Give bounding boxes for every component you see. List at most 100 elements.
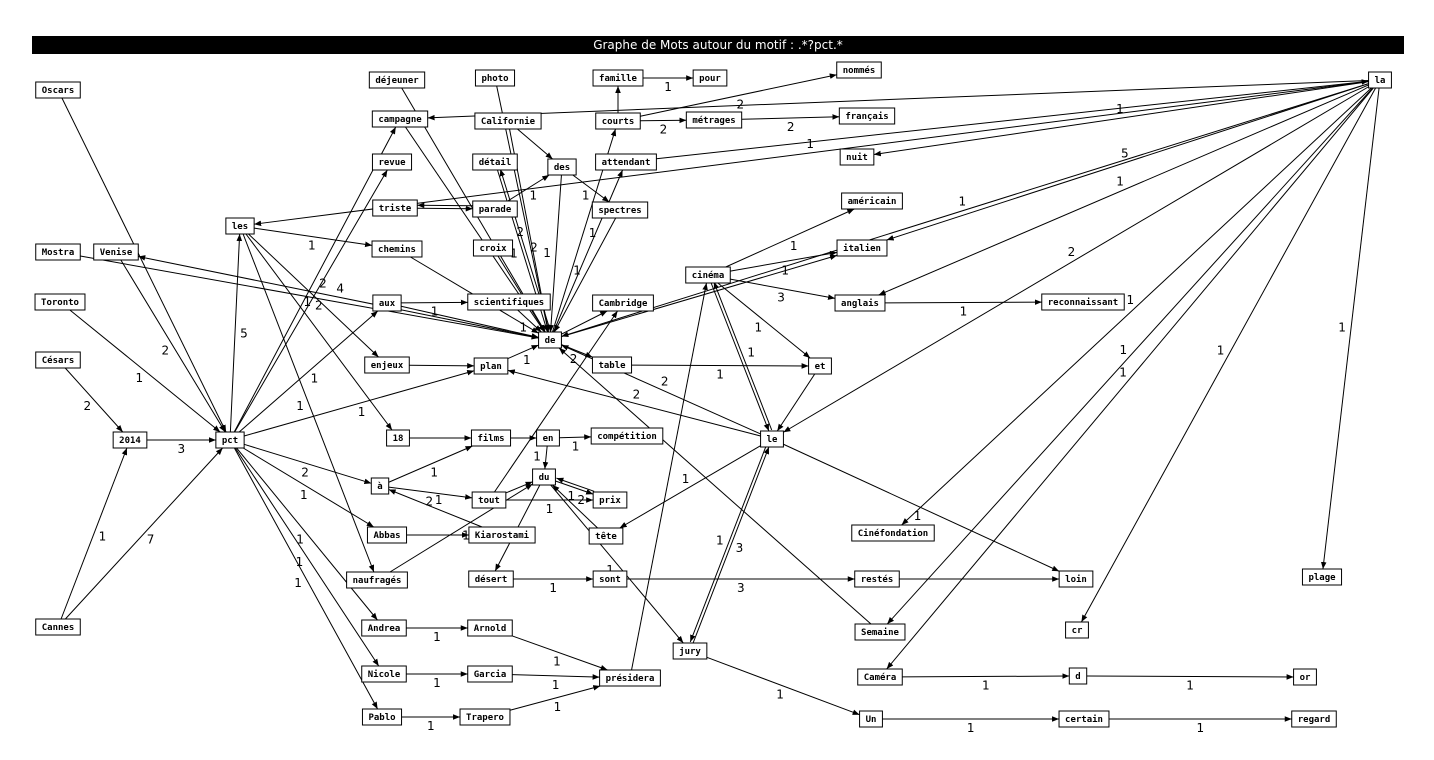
node-italien: italien [836, 239, 888, 257]
edge-weight: 1 [1119, 366, 1127, 380]
node-de: de [538, 331, 562, 349]
edge-weight: 1 [1116, 102, 1124, 116]
node-californie: Californie [474, 112, 542, 130]
node-label: Cinéfondation [858, 528, 928, 539]
edge-weight: 1 [99, 530, 107, 544]
edge-en-to-du [542, 445, 549, 470]
node-label: Mostra [42, 248, 75, 258]
edge-weight: 1 [510, 247, 518, 261]
node-films: films [470, 429, 512, 447]
edge-weight: 3 [737, 581, 745, 595]
node-label: Kiarostami [475, 530, 530, 541]
node-loin: loin [1058, 570, 1094, 588]
node-label: reconnaissant [1048, 297, 1118, 308]
edge-weight: 1 [664, 80, 672, 94]
edge-pct-to-a [243, 443, 372, 484]
node-label: métrages [692, 115, 735, 126]
edge-tout-to-cambridge [494, 310, 618, 493]
node-desert: désert [468, 570, 514, 588]
node-competition: compétition [590, 427, 664, 445]
edge-cinema-to-le [710, 282, 770, 432]
node-trapero: Trapero [459, 708, 511, 726]
edge-tout-to-du [505, 481, 533, 494]
node-label: films [477, 433, 504, 444]
edge-les-to-enjeux [248, 233, 379, 358]
node-cannes: Cannes [35, 618, 81, 636]
node-label: plan [480, 362, 502, 372]
node-courts: courts [595, 112, 641, 130]
node-nuit: nuit [839, 148, 875, 166]
node-18: 18 [386, 429, 410, 447]
node-label: nommés [843, 65, 876, 76]
node-label: Caméra [864, 672, 897, 683]
node-andrea: Andrea [361, 619, 407, 637]
node-or: or [1293, 668, 1317, 686]
edge-weight: 1 [529, 189, 537, 203]
node-cinefondation: Cinéfondation [851, 524, 935, 542]
node-metrages: métrages [685, 111, 743, 129]
edge-oscars-to-pct [61, 97, 227, 433]
edge-weight: 1 [433, 630, 441, 644]
edge-aux-to-de [401, 305, 539, 339]
edge-weight: 2 [1068, 245, 1076, 259]
edge-enjeux-to-plan [409, 362, 475, 369]
node-label: croix [479, 243, 507, 254]
edge-attendant-to-la [656, 79, 1369, 160]
node-label: aux [379, 299, 396, 309]
edge-weight: 2 [425, 494, 433, 508]
edge-weight: 1 [552, 678, 560, 692]
node-prix: prix [592, 491, 628, 509]
node-venise: Venise [93, 243, 139, 261]
node-label: nuit [846, 152, 868, 163]
node-le: le [760, 430, 784, 448]
edge-jury-to-le [692, 446, 770, 644]
edge-weight: 2 [516, 225, 524, 239]
edge-de-to-venise [138, 255, 539, 339]
node-label: jury [679, 646, 701, 657]
node-label: spectres [598, 206, 641, 216]
node-mostra: Mostra [35, 243, 81, 261]
node-restes: restés [854, 570, 900, 588]
edge-le-to-plan [507, 369, 761, 437]
node-label: désert [475, 574, 508, 585]
node-label: cr [1072, 626, 1083, 636]
node-naufrages: naufragés [346, 571, 408, 589]
edge-weight: 1 [716, 534, 724, 548]
edge-weight: 5 [1121, 146, 1129, 160]
edge-les-to-18 [245, 233, 393, 431]
edge-weight: 1 [960, 305, 968, 319]
node-label: naufragés [353, 575, 402, 586]
node-label: des [554, 163, 570, 173]
node-label: famille [599, 73, 638, 84]
edge-kiarostami-to-a [388, 489, 483, 528]
edge-weight: 1 [358, 405, 366, 419]
edge-weight: 1 [982, 678, 990, 692]
edge-weight: 7 [147, 533, 155, 547]
edge-et-to-le [776, 373, 816, 432]
node-label: Trapero [466, 713, 504, 723]
node-label: plage [1308, 573, 1336, 583]
node-cr: cr [1065, 621, 1089, 639]
edge-venise-to-pct [120, 259, 226, 433]
edge-weight: 1 [523, 353, 531, 367]
node-toronto: Toronto [34, 293, 86, 311]
edge-weight: 2 [787, 120, 795, 134]
edge-weight: 1 [294, 576, 302, 590]
node-label: scientifiques [474, 297, 544, 308]
node-label: présidera [606, 673, 655, 684]
edge-la-to-de [561, 83, 1369, 338]
node-2014: 2014 [112, 431, 148, 449]
node-label: américain [848, 196, 897, 207]
edge-cesars-to-2014 [64, 367, 124, 433]
node-certain: certain [1058, 710, 1110, 728]
edge-weight: 1 [790, 239, 798, 253]
node-label: les [232, 222, 248, 232]
edge-weight: 5 [240, 326, 248, 340]
edge-weight: 2 [319, 277, 327, 291]
edge-arnold-to-presidera [512, 635, 608, 671]
node-label: Nicole [368, 669, 401, 680]
node-chemins: chemins [371, 240, 423, 258]
edge-pct-to-andrea [236, 447, 378, 621]
edge-weight: 1 [914, 509, 922, 523]
